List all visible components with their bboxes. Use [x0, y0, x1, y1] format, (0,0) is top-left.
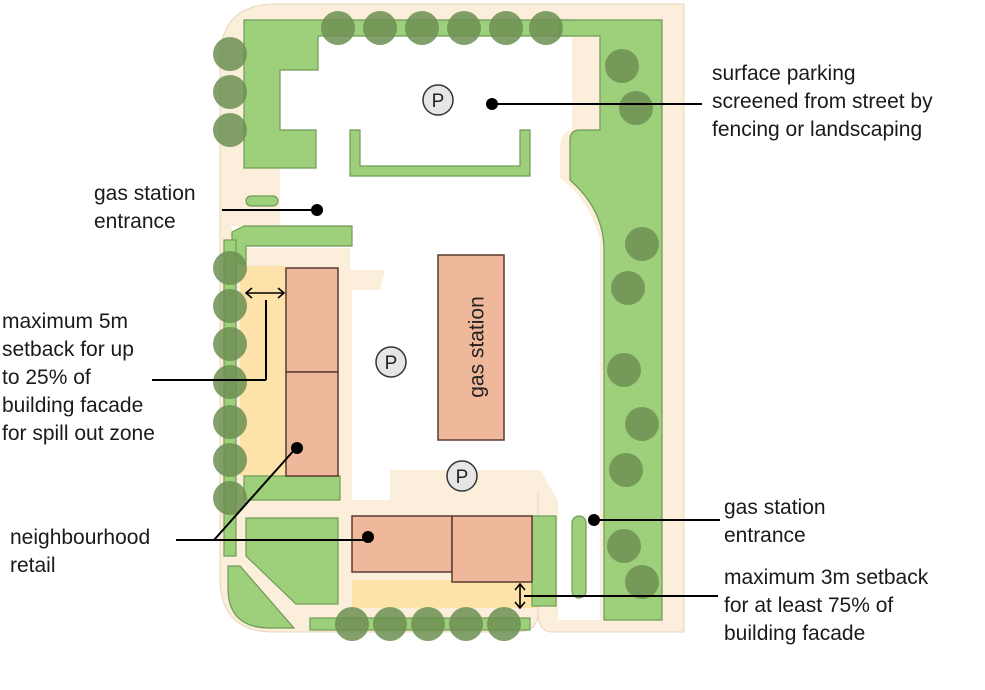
paved-area: [232, 36, 600, 620]
tree-2: [363, 11, 397, 45]
label-neighbourhood-retail: neighbourhood retail: [10, 526, 156, 577]
svg-text:P: P: [385, 353, 398, 374]
tree-3: [405, 11, 439, 45]
tree-11: [619, 91, 653, 125]
label-gas-entrance-right: gas station entrance: [724, 496, 831, 547]
tree-7: [213, 37, 247, 71]
leader-dots: [291, 98, 600, 543]
tree-26: [335, 607, 369, 641]
parking-island: [349, 129, 531, 177]
retail-building-bottom-b: [451, 515, 533, 583]
label-surface-parking: surface parking screened from street by …: [712, 62, 938, 141]
leader-retail-a: [213, 447, 297, 541]
tree-24: [213, 443, 247, 477]
tree-6: [529, 11, 563, 45]
tree-23: [213, 405, 247, 439]
green-left-lower: [243, 475, 341, 501]
retail-building-left-b: [285, 371, 339, 477]
tree-8: [213, 75, 247, 109]
tree-14: [607, 353, 641, 387]
tree-18: [625, 565, 659, 599]
parking-symbol-middle: P: [375, 346, 407, 378]
entrance-median-right: [571, 515, 587, 599]
svg-text:P: P: [432, 91, 445, 112]
svg-text:P: P: [456, 467, 469, 488]
spillout-zone: [240, 266, 286, 476]
tree-20: [213, 289, 247, 323]
spillout-zone-bottom: [352, 580, 538, 608]
tree-9: [213, 113, 247, 147]
tree-30: [487, 607, 521, 641]
tree-22: [213, 365, 247, 399]
leader-lines: [152, 103, 720, 597]
parking-symbol-bottom: P: [446, 460, 478, 492]
tree-5: [489, 11, 523, 45]
tree-16: [609, 453, 643, 487]
tree-13: [611, 271, 645, 305]
parking-symbol-top: P: [422, 84, 454, 116]
retail-building-bottom-a: [351, 515, 453, 573]
tree-21: [213, 327, 247, 361]
tree-1: [321, 11, 355, 45]
label-max-5m: maximum 5m setback for up to 25% of buil…: [2, 310, 155, 445]
label-max-3m: maximum 3m setback for at least 75% of b…: [724, 566, 934, 645]
gas-station-building: [437, 254, 505, 441]
entrance-median-left: [245, 195, 279, 207]
tree-25: [213, 481, 247, 515]
retail-building-left-a: [285, 267, 339, 373]
setback-dimension-3m: [514, 582, 526, 610]
green-bottom-corner: [227, 565, 296, 629]
tree-19: [213, 251, 247, 285]
setback-dimension-5m: [244, 287, 286, 299]
tree-27: [373, 607, 407, 641]
green-retail-right: [531, 515, 557, 607]
tree-28: [411, 607, 445, 641]
tree-15: [625, 407, 659, 441]
tree-10: [605, 49, 639, 83]
tree-4: [447, 11, 481, 45]
tree-29: [449, 607, 483, 641]
tree-row: [213, 11, 659, 641]
tree-12: [625, 227, 659, 261]
gas-station-label: gas station: [466, 296, 489, 398]
tree-17: [607, 529, 641, 563]
label-gas-entrance-left: gas station entrance: [94, 182, 201, 233]
